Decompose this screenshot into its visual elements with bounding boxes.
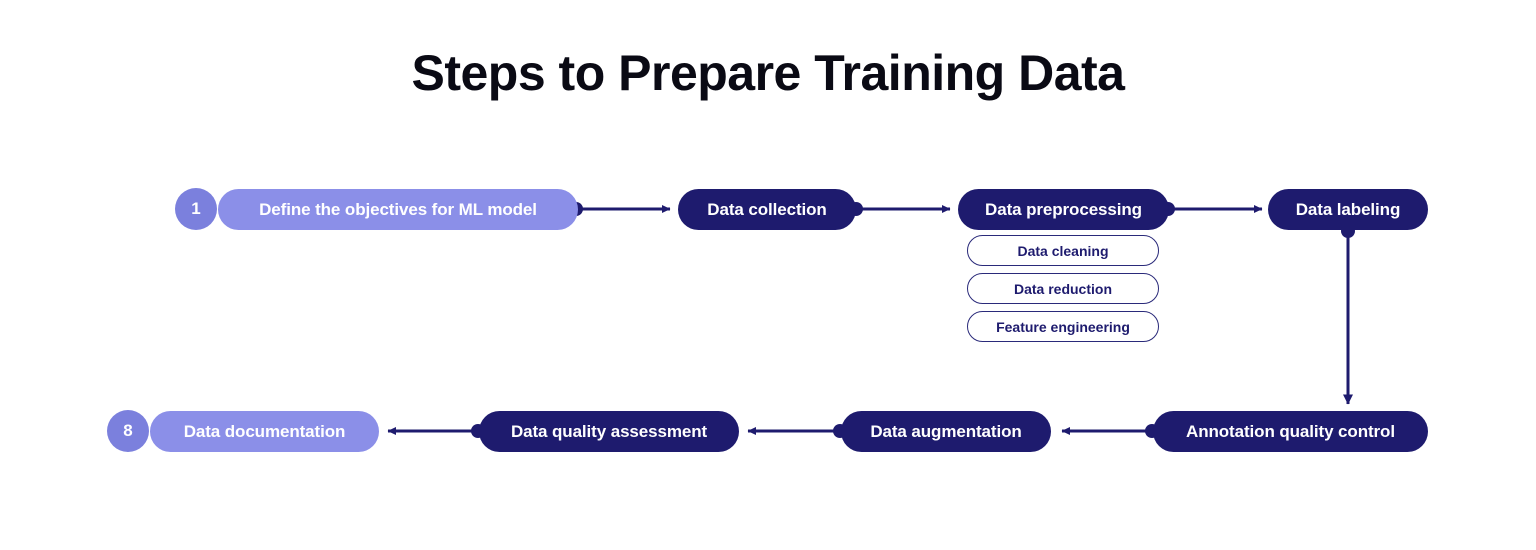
subpill-feature-engineering[interactable]: Feature engineering <box>967 311 1159 342</box>
page-title: Steps to Prepare Training Data <box>411 45 1125 101</box>
connector-step3-to-step4 <box>1161 202 1263 216</box>
connector-step5-to-step6 <box>1061 424 1159 438</box>
node-label: Define the objectives for ML model <box>259 199 537 219</box>
node-label: Data quality assessment <box>510 421 708 441</box>
node-data-augmentation[interactable]: Data augmentation <box>841 411 1051 452</box>
node-data-quality-assessment[interactable]: Data quality assessment <box>479 411 739 452</box>
node-label: Data labeling <box>1295 199 1401 219</box>
node-label: Data documentation <box>183 421 346 441</box>
subpill-label: Feature engineering <box>996 318 1130 335</box>
step-badge-8: 8 <box>107 410 149 452</box>
node-label: Annotation quality control <box>1186 421 1395 441</box>
connector-step7-to-step8 <box>387 424 485 438</box>
subpill-label: Data cleaning <box>1017 242 1109 259</box>
node-label: Data augmentation <box>870 421 1022 441</box>
connector-step6-to-step7 <box>747 424 847 438</box>
subpill-data-reduction[interactable]: Data reduction <box>967 273 1159 304</box>
node-annotation-quality-control[interactable]: Annotation quality control <box>1153 411 1428 452</box>
node-define-objectives[interactable]: Define the objectives for ML model <box>218 189 578 230</box>
node-data-preprocessing[interactable]: Data preprocessing <box>958 189 1169 230</box>
connector-step2-to-step3 <box>849 202 951 216</box>
connector-step1-to-step2 <box>569 202 671 216</box>
step-badge-1: 1 <box>175 188 217 230</box>
node-label: Data collection <box>707 199 827 219</box>
node-data-labeling[interactable]: Data labeling <box>1268 189 1428 230</box>
node-label: Data preprocessing <box>985 199 1142 219</box>
node-data-collection[interactable]: Data collection <box>678 189 856 230</box>
connector-step4-to-step5 <box>1341 224 1355 405</box>
node-data-documentation[interactable]: Data documentation <box>150 411 379 452</box>
subpill-label: Data reduction <box>1013 280 1112 297</box>
subpill-data-cleaning[interactable]: Data cleaning <box>967 235 1159 266</box>
